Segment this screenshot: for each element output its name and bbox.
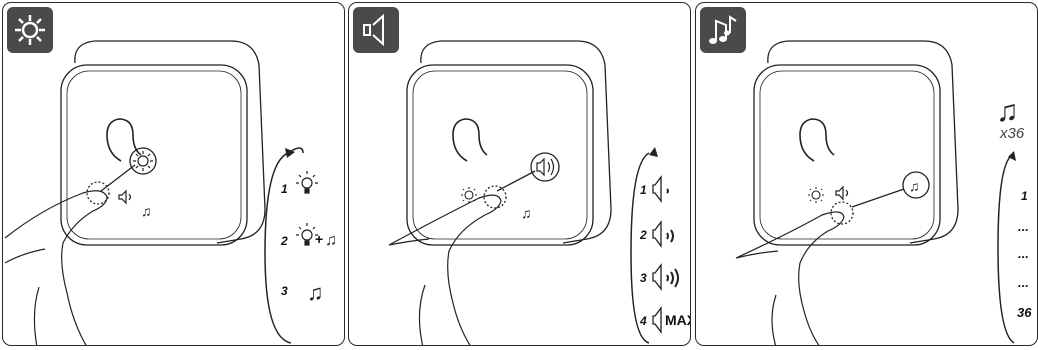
device-illustration: ♫ ♫	[735, 40, 1019, 345]
device-front	[753, 64, 941, 246]
speaker-icon	[835, 185, 849, 201]
volume-3-icon	[652, 263, 662, 291]
panel-volume-mode: ♫ 1 2 3 4 MAX	[348, 2, 691, 346]
sequence-arc	[264, 152, 292, 344]
step-number: 1	[640, 183, 647, 197]
hand	[735, 211, 845, 345]
sun-icon	[461, 187, 477, 203]
speaker-icon	[536, 157, 555, 177]
music-notes-icon	[709, 15, 737, 44]
max-label: MAX	[665, 312, 690, 328]
sequence-arc	[997, 154, 1015, 344]
bulb-plus-music-icon	[296, 223, 318, 246]
device-front	[406, 64, 594, 246]
music-notes-icon: ♫	[325, 232, 337, 249]
sun-icon	[808, 187, 824, 203]
panel-melody-mode: ♫ ♫ x36 1 ... ... ... 36	[695, 2, 1038, 346]
panel-light-mode: ♫ ♫ ♫ 1 2 + 3	[2, 2, 345, 346]
step-ellipsis: ...	[1018, 275, 1029, 290]
bulb-icon	[296, 171, 318, 194]
device-illustration: ♫	[388, 40, 679, 345]
speaker-icon	[363, 13, 384, 47]
step-number: 1	[281, 182, 288, 196]
step-number: 3	[281, 284, 288, 298]
step-ellipsis: ...	[1018, 246, 1029, 261]
mode-badge-light[interactable]	[7, 7, 53, 53]
step-number: 2	[640, 228, 647, 242]
step-number: 36	[1017, 305, 1032, 320]
repeat-count-label: x36	[1000, 125, 1025, 142]
step-number: 4	[640, 314, 647, 328]
music-note-icon: ♫	[521, 205, 532, 221]
music-notes-icon: ♫	[307, 280, 324, 305]
plus-sign: +	[315, 231, 324, 247]
step-number: 1	[1021, 189, 1028, 203]
step-ellipsis: ...	[1018, 219, 1029, 234]
volume-max-icon	[652, 306, 662, 334]
volume-2-icon	[652, 220, 662, 248]
mode-badge-volume[interactable]	[353, 7, 399, 53]
brand-logo	[799, 118, 835, 162]
brand-logo	[106, 118, 142, 162]
mode-badge-melody[interactable]	[700, 7, 746, 53]
step-number: 2	[281, 234, 288, 248]
speaker-icon	[118, 189, 132, 205]
sun-icon	[15, 15, 45, 45]
brand-logo	[452, 118, 488, 162]
sequence-arc	[630, 152, 650, 344]
device-front	[60, 64, 248, 246]
music-note-icon: ♫	[141, 203, 152, 219]
device-illustration: ♫ ♫ ♫	[4, 40, 337, 345]
hand	[388, 194, 502, 345]
music-note-icon: ♫	[909, 178, 920, 194]
sun-icon	[133, 151, 153, 171]
volume-1-icon	[652, 175, 662, 203]
music-notes-icon: ♫	[996, 95, 1019, 128]
hand	[4, 190, 108, 345]
step-number: 3	[640, 271, 647, 285]
